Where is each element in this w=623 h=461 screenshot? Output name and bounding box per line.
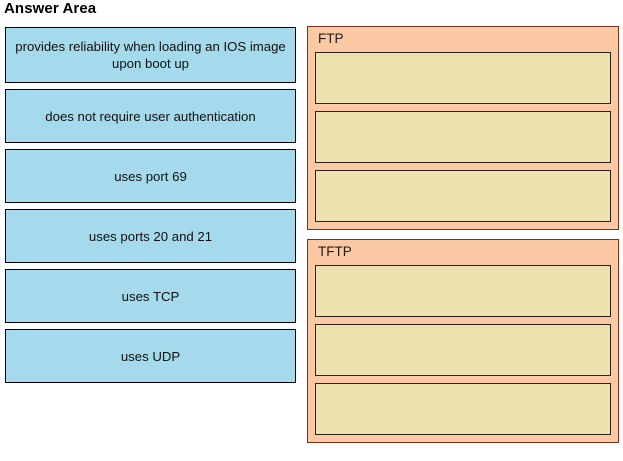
source-item-label: provides reliability when loading an IOS…: [15, 39, 286, 71]
drop-slot-ftp-3[interactable]: [315, 170, 611, 222]
drop-slot-ftp-1[interactable]: [315, 52, 611, 104]
drop-slot-tftp-2[interactable]: [315, 324, 611, 376]
target-group-tftp: TFTP: [307, 239, 619, 443]
source-item-label: does not require user authentication: [45, 108, 256, 124]
source-item-no-auth[interactable]: does not require user authentication: [5, 89, 296, 143]
source-item-reliability[interactable]: provides reliability when loading an IOS…: [5, 27, 296, 83]
page-title: Answer Area: [4, 0, 97, 17]
target-group-ftp: FTP: [307, 26, 619, 230]
target-group-label: TFTP: [318, 244, 352, 259]
target-groups-list: FTP TFTP: [307, 26, 619, 452]
source-item-label: uses port 69: [114, 168, 187, 184]
source-item-label: uses ports 20 and 21: [88, 228, 213, 244]
target-group-label: FTP: [318, 31, 344, 46]
source-item-tcp[interactable]: uses TCP: [5, 269, 296, 323]
drop-slot-tftp-1[interactable]: [315, 265, 611, 317]
source-item-port-69[interactable]: uses port 69: [5, 149, 296, 203]
source-item-udp[interactable]: uses UDP: [5, 329, 296, 383]
source-item-label: uses UDP: [120, 348, 181, 364]
source-item-label: uses TCP: [121, 288, 180, 304]
drop-slot-ftp-2[interactable]: [315, 111, 611, 163]
source-items-list: provides reliability when loading an IOS…: [5, 27, 296, 389]
source-item-ports-20-21[interactable]: uses ports 20 and 21: [5, 209, 296, 263]
drop-slot-tftp-3[interactable]: [315, 383, 611, 435]
